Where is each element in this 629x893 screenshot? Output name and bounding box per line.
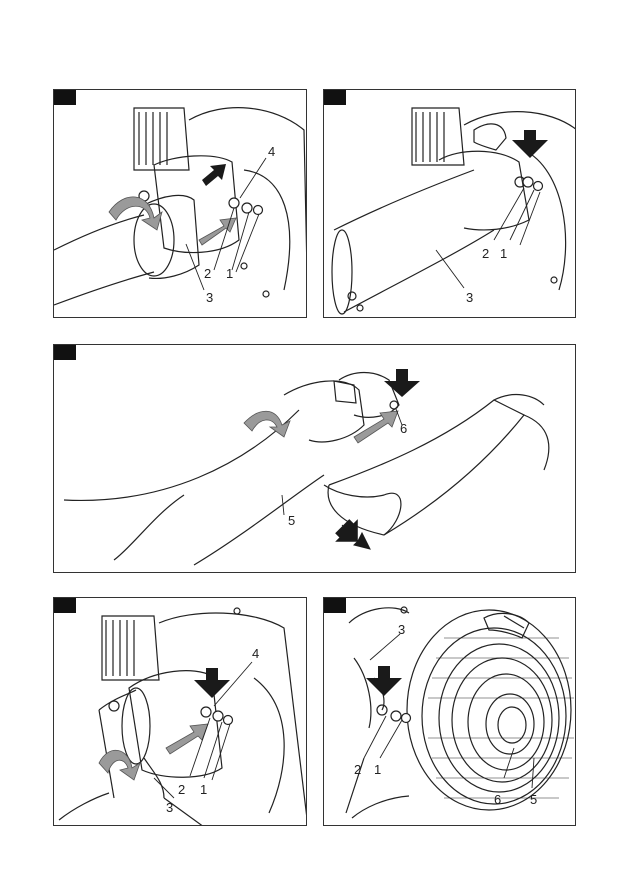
push-down-arrow-icon <box>512 130 548 158</box>
callout-label: 4 <box>252 646 259 661</box>
blower-housing <box>464 112 576 130</box>
figure-1-illustration: 4 2 1 3 <box>54 90 307 318</box>
figure-2-panel: 2 1 3 <box>323 89 576 318</box>
callout-label: 5 <box>530 792 537 807</box>
washer-icon <box>402 714 411 723</box>
callout-label: 1 <box>374 762 381 777</box>
figure-3-panel: 6 5 <box>53 344 576 573</box>
figure-5-panel: 3 2 1 6 5 <box>323 597 576 826</box>
blower-tube <box>64 410 299 500</box>
screw-icon <box>523 177 533 187</box>
screw-icon <box>391 711 401 721</box>
air-filter <box>407 610 574 810</box>
washer-icon <box>242 203 252 213</box>
callout-label: 3 <box>206 290 213 305</box>
push-arrow-icon <box>166 724 208 754</box>
figure-3-illustration: 6 5 <box>54 345 576 573</box>
figure-2-illustration: 2 1 3 <box>324 90 576 318</box>
washer-icon <box>213 711 223 721</box>
screw-icon <box>254 206 263 215</box>
callout-label: 1 <box>226 266 233 281</box>
push-down-arrow-icon <box>202 164 226 186</box>
callout-label: 2 <box>482 246 489 261</box>
screw-icon <box>224 716 233 725</box>
callout-label: 2 <box>354 762 361 777</box>
blower-housing <box>349 608 409 623</box>
push-down-arrow-icon <box>384 369 420 397</box>
figure-4-illustration: 4 2 1 3 <box>54 598 307 826</box>
callout-label: 6 <box>400 421 407 436</box>
callout-label: 1 <box>200 782 207 797</box>
blower-tube <box>334 170 474 230</box>
rotate-arrow-icon <box>244 411 290 437</box>
figure-1-panel: 4 2 1 3 <box>53 89 307 318</box>
rotate-arrow-icon <box>99 750 140 780</box>
callout-label: 5 <box>288 513 295 528</box>
callout-label: 4 <box>268 144 275 159</box>
callout-label: 2 <box>204 266 211 281</box>
screw-icon <box>229 198 239 208</box>
flat-nozzle <box>329 400 524 535</box>
figure-4-panel: 4 2 1 3 <box>53 597 307 826</box>
callout-label: 6 <box>494 792 501 807</box>
screw-icon <box>534 182 543 191</box>
callout-label: 2 <box>178 782 185 797</box>
push-down-arrow-icon <box>366 666 402 696</box>
screw-icon <box>201 707 211 717</box>
housing-vents <box>102 616 159 680</box>
push-arrow-icon <box>354 411 398 443</box>
housing-vents <box>412 108 464 165</box>
callout-label: 1 <box>500 246 507 261</box>
callout-label: 3 <box>166 800 173 815</box>
figure-5-illustration: 3 2 1 6 5 <box>324 598 576 826</box>
callout-label: 3 <box>398 622 405 637</box>
callout-label: 3 <box>466 290 473 305</box>
housing-vents <box>134 108 189 170</box>
push-arrow-icon <box>199 218 236 245</box>
blower-tube <box>54 215 144 250</box>
